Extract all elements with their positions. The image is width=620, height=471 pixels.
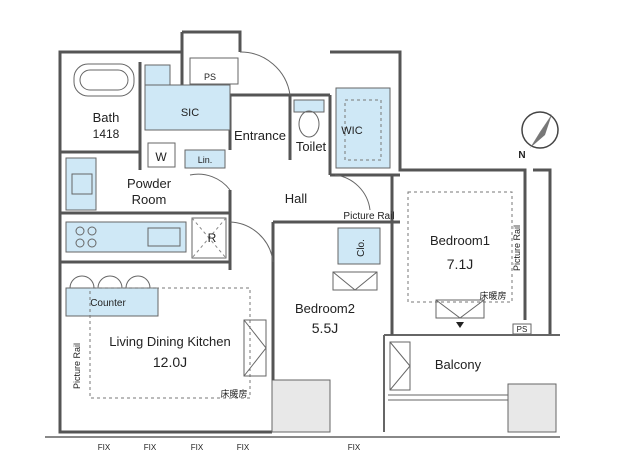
floor-heating-ldk — [89, 287, 251, 399]
entrance-door-swing — [239, 51, 291, 96]
refrigerator-label: R — [208, 231, 217, 245]
linen-label: Lin. — [198, 155, 213, 165]
picture-rail-hall: Picture Rail — [343, 211, 394, 222]
fix-label-4: FIX — [237, 443, 250, 452]
bedroom2-window — [332, 271, 378, 291]
sic-closet — [144, 84, 231, 131]
powder-room-label-2: Room — [132, 192, 167, 207]
fix-labels: FIX FIX FIX FIX FIX — [98, 443, 361, 452]
linen-closet — [184, 149, 226, 169]
counter-label: Counter — [90, 298, 126, 309]
bedroom1-window — [435, 299, 485, 319]
dining-counter — [65, 287, 159, 317]
balcony-label: Balcony — [435, 357, 482, 372]
ldk-size: 12.0J — [153, 354, 187, 370]
hall-label: Hall — [285, 191, 308, 206]
ps-shaft-top — [189, 57, 239, 85]
bedroom1-label: Bedroom1 — [430, 233, 490, 248]
wic-label: WIC — [341, 125, 362, 137]
fix-label-5: FIX — [348, 443, 361, 452]
ps-top-label: PS — [204, 72, 216, 82]
washer-label: W — [155, 150, 167, 164]
fix-label-3: FIX — [191, 443, 204, 452]
clo-label: Clo. — [356, 239, 367, 257]
bath-size: 1418 — [93, 127, 120, 141]
bath-label: Bath — [93, 110, 120, 125]
column-balcony — [507, 383, 557, 433]
picture-rail-right: Picture Rail — [512, 225, 522, 271]
powder-room-label-1: Powder — [127, 176, 172, 191]
balcony-storage — [389, 341, 411, 391]
north-indicator: N — [518, 111, 559, 161]
washer-space — [147, 142, 176, 168]
ps-balcony-label: PS — [517, 325, 528, 334]
fix-label-2: FIX — [144, 443, 157, 452]
toilet-label: Toilet — [296, 139, 327, 154]
floor-heating-label-ldk: 床暖房 — [220, 388, 247, 399]
ldk-label: Living Dining Kitchen — [109, 334, 230, 349]
sic-label: SIC — [181, 107, 199, 119]
column-bottom — [271, 379, 331, 433]
north-label: N — [518, 150, 525, 161]
bedroom2-size: 5.5J — [312, 320, 338, 336]
toilet-fixture — [298, 110, 320, 138]
bathtub — [73, 63, 135, 97]
picture-rail-left: Picture Rail — [72, 343, 82, 389]
vanity — [65, 157, 97, 211]
floor-heating-label-bedroom1: 床暖房 — [479, 290, 506, 301]
floor-heating-bedroom1 — [407, 191, 513, 303]
closet-bedroom2 — [337, 227, 381, 265]
bedroom2-label: Bedroom2 — [295, 301, 355, 316]
entrance-label: Entrance — [234, 128, 286, 143]
bedroom1-size: 7.1J — [447, 256, 473, 272]
ps-shaft-balcony — [512, 323, 532, 335]
kitchen-counter — [65, 221, 187, 253]
refrigerator-space — [191, 217, 227, 259]
fix-label-1: FIX — [98, 443, 111, 452]
